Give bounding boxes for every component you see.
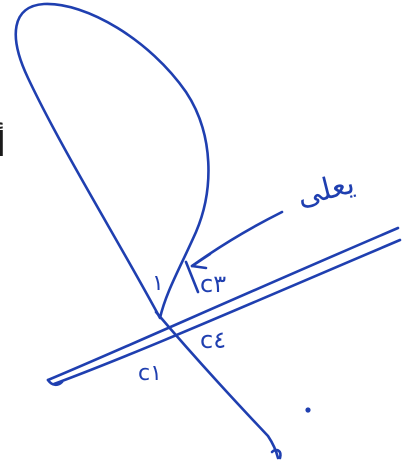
annotation-label-1: ١ <box>152 271 164 296</box>
ink-dot <box>305 407 311 413</box>
descending-line <box>154 310 280 460</box>
tick-mark <box>184 260 200 294</box>
loop-curve <box>14 2 210 320</box>
edge-text-fragment: أ <box>0 128 6 162</box>
annotation-label-c4: c٤ <box>200 326 226 354</box>
bottom-hook <box>270 448 282 460</box>
annotation-label-c3: c٣ <box>200 270 226 298</box>
annotation-label-c1: c١ <box>138 361 162 386</box>
diagonal-line-2 <box>52 238 402 386</box>
annotation-word: يعلى <box>293 166 358 214</box>
arrow-head <box>190 252 212 270</box>
diagonal-line-1 <box>46 226 400 382</box>
diagonal-tip <box>46 378 64 387</box>
